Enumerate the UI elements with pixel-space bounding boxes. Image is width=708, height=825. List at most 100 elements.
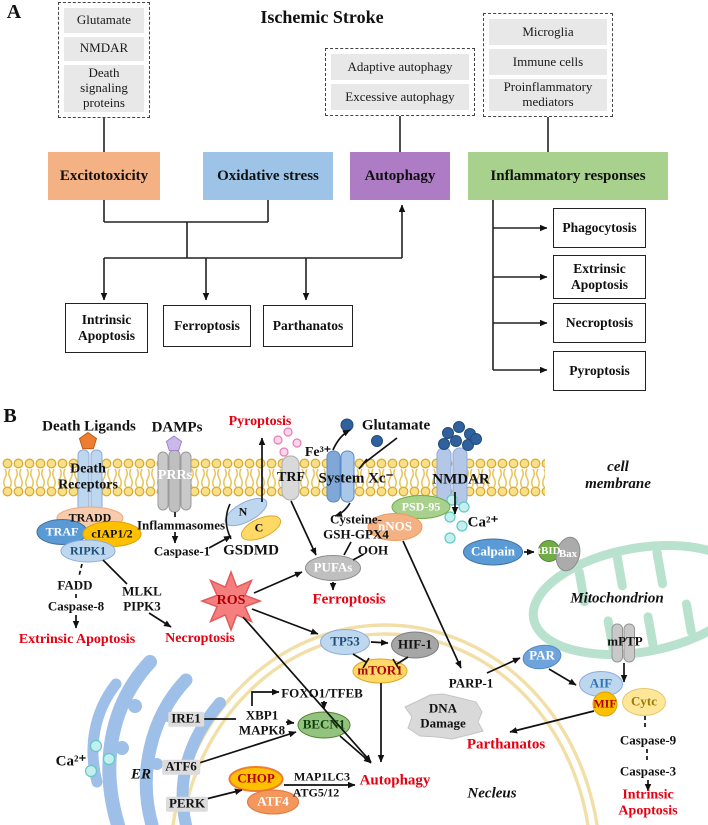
input-item: Immune cells	[489, 49, 607, 75]
outcome-pyroptosis: Pyroptosis	[553, 351, 646, 391]
bax-label: Bax	[558, 547, 578, 560]
mptp-label: mPTP	[607, 633, 643, 649]
inflammasomes-label: Inflammasomes	[136, 517, 226, 533]
ripk1-shape	[60, 539, 116, 563]
fe3-label: Fe³⁺	[304, 445, 332, 461]
trf-label: TRF	[277, 470, 305, 486]
outcome-intrinsic-apoptosis: Intrinsic Apoptosis	[65, 303, 148, 353]
calpain-label: Calpain	[470, 543, 516, 559]
panel-a-label: A	[6, 0, 22, 23]
fe-dots	[273, 427, 302, 457]
death-receptor-shape	[77, 431, 103, 513]
panel-b-arrows	[72, 429, 652, 800]
pufas-shape	[305, 555, 361, 581]
tp53-label: TP53	[330, 633, 360, 649]
nucleus-envelope	[171, 623, 599, 825]
cell-membrane-label: cell membrane	[585, 459, 651, 492]
pathway-autophagy: Autophagy	[350, 152, 450, 200]
gsdmd-n-label: N	[238, 504, 248, 519]
outcome-necroptosis: Necroptosis	[553, 303, 646, 343]
gsdmd-label: GSDMD	[223, 542, 279, 559]
caspase9-label: Caspase-9	[619, 732, 677, 748]
psd95-label: PSD-95	[401, 499, 441, 514]
ciap-label: cIAP1/2	[91, 526, 133, 541]
calcium-dots-right	[444, 494, 470, 544]
trf-transporter	[281, 455, 300, 501]
outcome-ferroptosis: Ferroptosis	[163, 305, 251, 347]
figure-title: Ischemic Stroke	[260, 6, 384, 27]
dna-damage-cloud	[404, 693, 484, 740]
tradd-label: TRADD	[68, 510, 112, 525]
mlkl-pipk3-label: MLKL PIPK3	[122, 583, 162, 613]
death-ligands-label: Death Ligands	[42, 418, 136, 435]
panel-b-label: B	[3, 404, 17, 427]
system-xc-label: System Xc⁻	[318, 470, 394, 487]
caspase8-label: Caspase-8	[47, 598, 105, 614]
gsdmd-c-shape	[240, 515, 282, 541]
dna-damage-label: DNA Damage	[420, 700, 466, 730]
perk-label: PERK	[165, 796, 209, 812]
prrs-label: PRRs	[157, 468, 193, 484]
cytc-label: Cytc	[631, 693, 657, 709]
excitotoxicity-inputs-box: Glutamate NMDAR Death signaling proteins	[58, 2, 150, 118]
input-item: Adaptive autophagy	[331, 54, 469, 80]
nmdar-label: NMDAR	[432, 471, 490, 488]
foxo1-tfeb-label: FOXO1/TFEB	[281, 685, 363, 701]
pathway-inflammatory: Inflammatory responses	[468, 152, 668, 200]
ire1-label: IRE1	[168, 711, 204, 727]
pufas-label: PUFAs	[313, 559, 353, 575]
intrinsic-apoptosis-label: Intrinsic Apoptosis	[618, 787, 678, 818]
map1lc3-label: MAP1LC3	[294, 769, 350, 784]
glutamate-label: Glutamate	[361, 417, 431, 434]
input-item: NMDAR	[64, 36, 144, 62]
tbid-label: tBID	[537, 544, 561, 557]
nucleus-label: Necleus	[467, 785, 517, 802]
input-item: Microglia	[489, 19, 607, 45]
ripk1-label: RIPK1	[70, 543, 106, 558]
hif1-label: HIF-1	[398, 636, 432, 652]
input-item: Proinflammatory mediators	[489, 79, 607, 111]
system-xc-channel	[326, 450, 355, 503]
nnos-shape	[367, 513, 423, 541]
becn1-label: BECN1	[302, 716, 346, 732]
nnos-label: nNOS	[378, 518, 412, 534]
calcium-dots-left	[84, 739, 116, 778]
mitochondrion-label: Mitochondrion	[570, 590, 664, 607]
parp1-label: PARP-1	[448, 675, 494, 691]
damps-label: DAMPs	[151, 419, 203, 436]
er-label: ER	[130, 766, 152, 783]
chop-shape	[228, 766, 284, 792]
extrinsic-apoptosis-label: Extrinsic Apoptosis	[18, 632, 136, 648]
chop-label: CHOP	[237, 770, 275, 786]
hif1-shape	[391, 631, 439, 659]
ros-label: ROS	[216, 593, 246, 609]
aif-label: AIF	[589, 675, 613, 691]
cysteine-gsh-gpx4-label: Cysteine- GSH-GPX4	[323, 511, 389, 541]
parthanatos-label: Parthanatos	[466, 736, 546, 753]
gsdmd-c-label: C	[254, 520, 264, 535]
mif-label: MIF	[593, 696, 617, 711]
panel-a-connectors	[100, 116, 549, 374]
traf-label: TRAF	[45, 524, 79, 539]
pathway-oxidative-stress: Oxidative stress	[203, 152, 333, 200]
input-item: Excessive autophagy	[331, 84, 469, 110]
par-shape	[522, 644, 562, 670]
caspase3-label: Caspase-3	[619, 763, 677, 779]
calpain-shape	[463, 538, 523, 566]
mtor1-label: mTOR1	[357, 662, 403, 678]
psd95-shape	[391, 495, 451, 519]
outcome-phagocytosis: Phagocytosis	[553, 208, 646, 248]
outcome-parthanatos: Parthanatos	[263, 305, 353, 347]
prrs-shape	[157, 435, 192, 513]
input-item: Glutamate	[64, 8, 144, 33]
tp53-shape	[320, 629, 370, 655]
mif-shape	[592, 691, 618, 717]
atg5-12-label: ATG5/12	[292, 785, 340, 800]
mtor1-shape	[352, 658, 408, 684]
xbp1-mapk8-label: XBP1 MAPK8	[238, 707, 286, 737]
par-label: PAR	[529, 647, 555, 663]
death-ligand-pentagon	[78, 431, 98, 450]
pathway-excitotoxicity: Excitotoxicity	[48, 152, 160, 200]
atf6-label: ATF6	[162, 759, 200, 775]
